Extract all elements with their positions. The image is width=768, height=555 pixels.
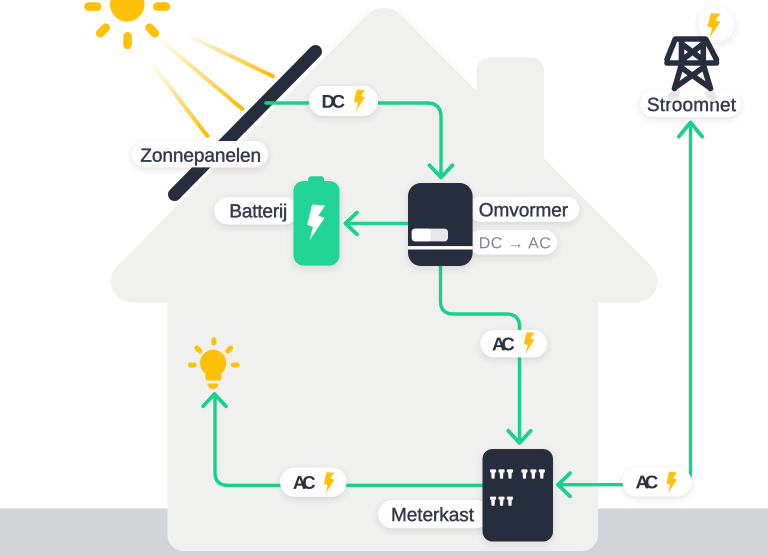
svg-text:Meterkast: Meterkast	[391, 505, 475, 526]
svg-text:AC: AC	[635, 471, 658, 492]
svg-text:AC: AC	[492, 333, 515, 354]
svg-text:Omvormer: Omvormer	[479, 200, 569, 221]
svg-text:AC: AC	[293, 472, 316, 493]
svg-text:Zonnepanelen: Zonnepanelen	[140, 146, 261, 167]
svg-text:DC: DC	[321, 91, 345, 112]
svg-text:DC → AC: DC → AC	[479, 235, 551, 252]
svg-text:Batterij: Batterij	[229, 201, 287, 222]
svg-text:Stroomnet: Stroomnet	[647, 95, 737, 116]
